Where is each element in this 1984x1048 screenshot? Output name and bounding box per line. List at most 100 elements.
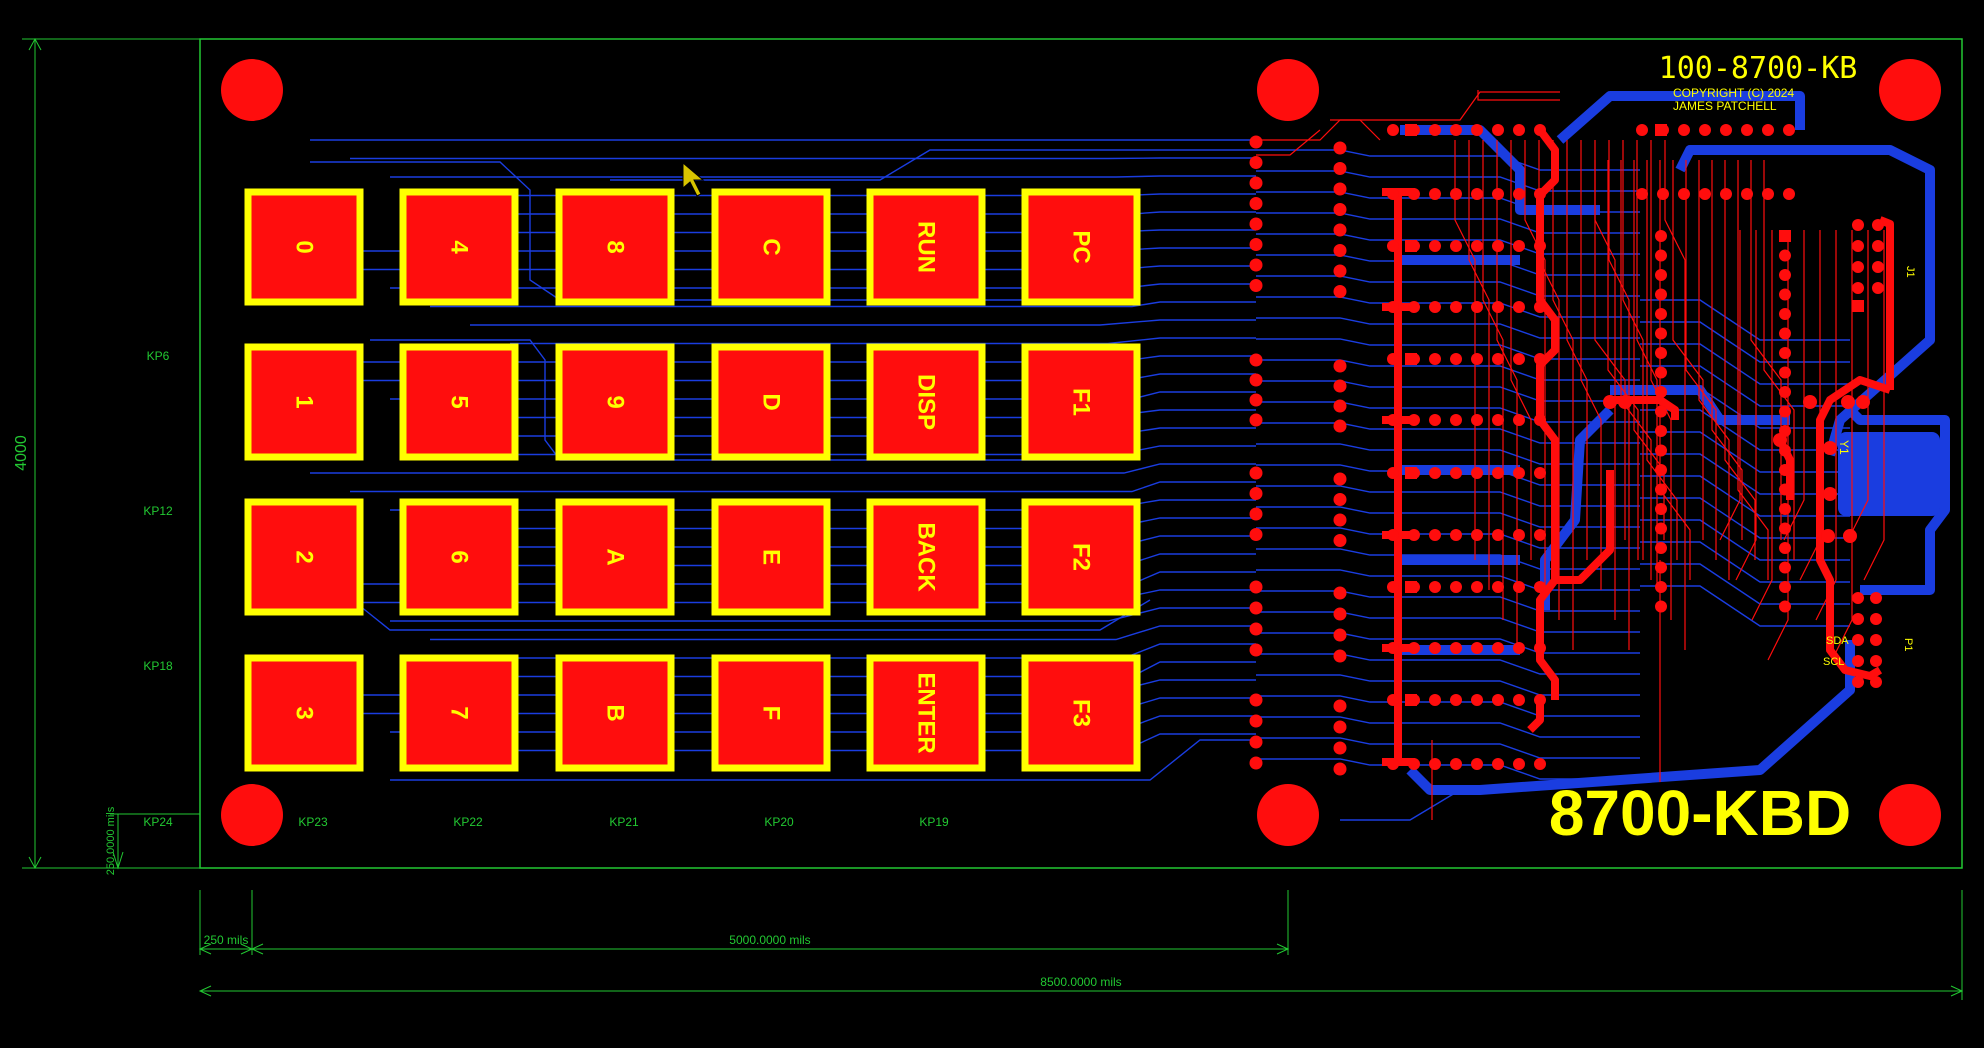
key-switch: A [555, 498, 675, 616]
key-label: 7 [446, 706, 473, 719]
ic-pin-pad [1492, 642, 1504, 654]
p1-label: P1 [1902, 638, 1914, 651]
mcu-pin-pad [1655, 405, 1667, 418]
ic-pin-pad [1450, 581, 1462, 593]
key-label: DISP [913, 374, 940, 430]
ic-pin-pad [1513, 529, 1525, 541]
ic-pin-pad [1450, 467, 1462, 479]
mcu-pin-pad [1655, 230, 1667, 242]
dim-small-vertical-label: 250.0000 mils [105, 806, 117, 875]
ic-pin-pad [1471, 694, 1483, 706]
header-pad [1333, 493, 1347, 506]
ic-pin-pad [1762, 124, 1774, 136]
ic-pin-pad [1429, 414, 1441, 426]
part-number: 100-8700-KB [1659, 51, 1858, 86]
key-pad [244, 654, 364, 772]
mcu-pin-pad [1655, 347, 1667, 359]
ic-pin-pad [1387, 188, 1399, 200]
ic-pin-pad [1450, 529, 1462, 541]
p1-pin-pad [1870, 676, 1882, 688]
ic-pin-pad [1450, 353, 1462, 365]
header-pad [1333, 534, 1347, 547]
p1-pin-pad [1870, 655, 1882, 667]
mcu-pin-pad [1655, 425, 1667, 437]
header-pad [1249, 507, 1263, 521]
mcu-pin-pad [1655, 483, 1667, 496]
ic-pin-pad [1471, 124, 1483, 136]
mcu-pin-pad [1779, 405, 1791, 418]
mounting-holes [221, 59, 1941, 846]
j1-pin-pad [1872, 219, 1884, 231]
ic-pin-pad [1429, 240, 1441, 252]
ic-pin-pad [1387, 240, 1399, 252]
ic-pin-pad [1387, 758, 1399, 770]
key-pad [399, 188, 519, 306]
key-pad [244, 188, 364, 306]
header-pad [1333, 472, 1347, 486]
mcu-pin-pad [1655, 503, 1667, 515]
p1-pin-pad [1852, 655, 1864, 667]
mcu-pin-pad [1655, 561, 1667, 574]
key-label: 1 [291, 395, 318, 408]
key-label: 0 [291, 240, 318, 253]
ic-pin-pad [1471, 240, 1483, 252]
key-pad [1021, 498, 1141, 616]
key-label: F2 [1068, 543, 1095, 571]
ic-pin-pad [1429, 124, 1441, 136]
key-label: A [602, 548, 629, 565]
mcu-pin-pad [1779, 600, 1791, 613]
j1-pin-pad [1852, 219, 1864, 231]
dimension-lines [22, 37, 1964, 1000]
header-pad [1249, 756, 1263, 770]
ic-pin1-pad [1405, 467, 1417, 479]
key-label: 3 [291, 706, 318, 719]
ic-pin-pad [1450, 188, 1462, 200]
mounting-hole-icon [221, 59, 283, 121]
ic-pin-pad [1471, 581, 1483, 593]
header-pad [1333, 762, 1347, 776]
ic-pin-pad [1408, 529, 1420, 541]
ic-pin-pad [1492, 694, 1504, 706]
key-switch: 3 [244, 654, 364, 772]
mcu-pin-pad [1655, 327, 1667, 340]
ic-pin-pad [1492, 467, 1504, 479]
ic-pin-pad [1471, 188, 1483, 200]
key-label: 2 [291, 550, 318, 563]
p1-pin-pad [1852, 634, 1864, 646]
ic-pin-pad [1450, 301, 1462, 313]
header-pad [1249, 238, 1263, 251]
ic-pin-pad [1450, 642, 1462, 654]
mounting-hole-icon [221, 784, 283, 846]
mounting-hole-icon [1879, 59, 1941, 121]
author-text: JAMES PATCHELL [1673, 99, 1777, 113]
ic-pin-pad [1657, 188, 1669, 200]
ic-pin-pad [1741, 124, 1753, 136]
header-pad [1249, 413, 1263, 427]
header-pad [1249, 487, 1263, 500]
key-pad [555, 498, 675, 616]
header-pad [1333, 607, 1347, 621]
key-pad [866, 498, 986, 616]
header-pad [1249, 393, 1263, 407]
header-pad [1333, 586, 1347, 600]
key-pad [399, 654, 519, 772]
key-label: 8 [602, 240, 629, 253]
p1-pin-pad [1852, 676, 1864, 688]
ic-pin-pad [1534, 758, 1546, 770]
key-label: F3 [1068, 699, 1095, 727]
key-switch: 4 [399, 188, 519, 306]
component-pad [1823, 487, 1837, 501]
header-pad [1333, 720, 1347, 734]
key-pad [399, 343, 519, 461]
key-pad [711, 188, 831, 306]
ic-pin-pad [1534, 581, 1546, 593]
key-label: B [602, 704, 629, 721]
ic-pin-pad [1387, 467, 1399, 479]
key-pad [711, 498, 831, 616]
ic-pin-pad [1429, 188, 1441, 200]
mcu-pin-pad [1655, 288, 1667, 301]
key-pad [866, 343, 986, 461]
ic-pin-pad [1492, 240, 1504, 252]
ic-pin-pad [1534, 467, 1546, 479]
